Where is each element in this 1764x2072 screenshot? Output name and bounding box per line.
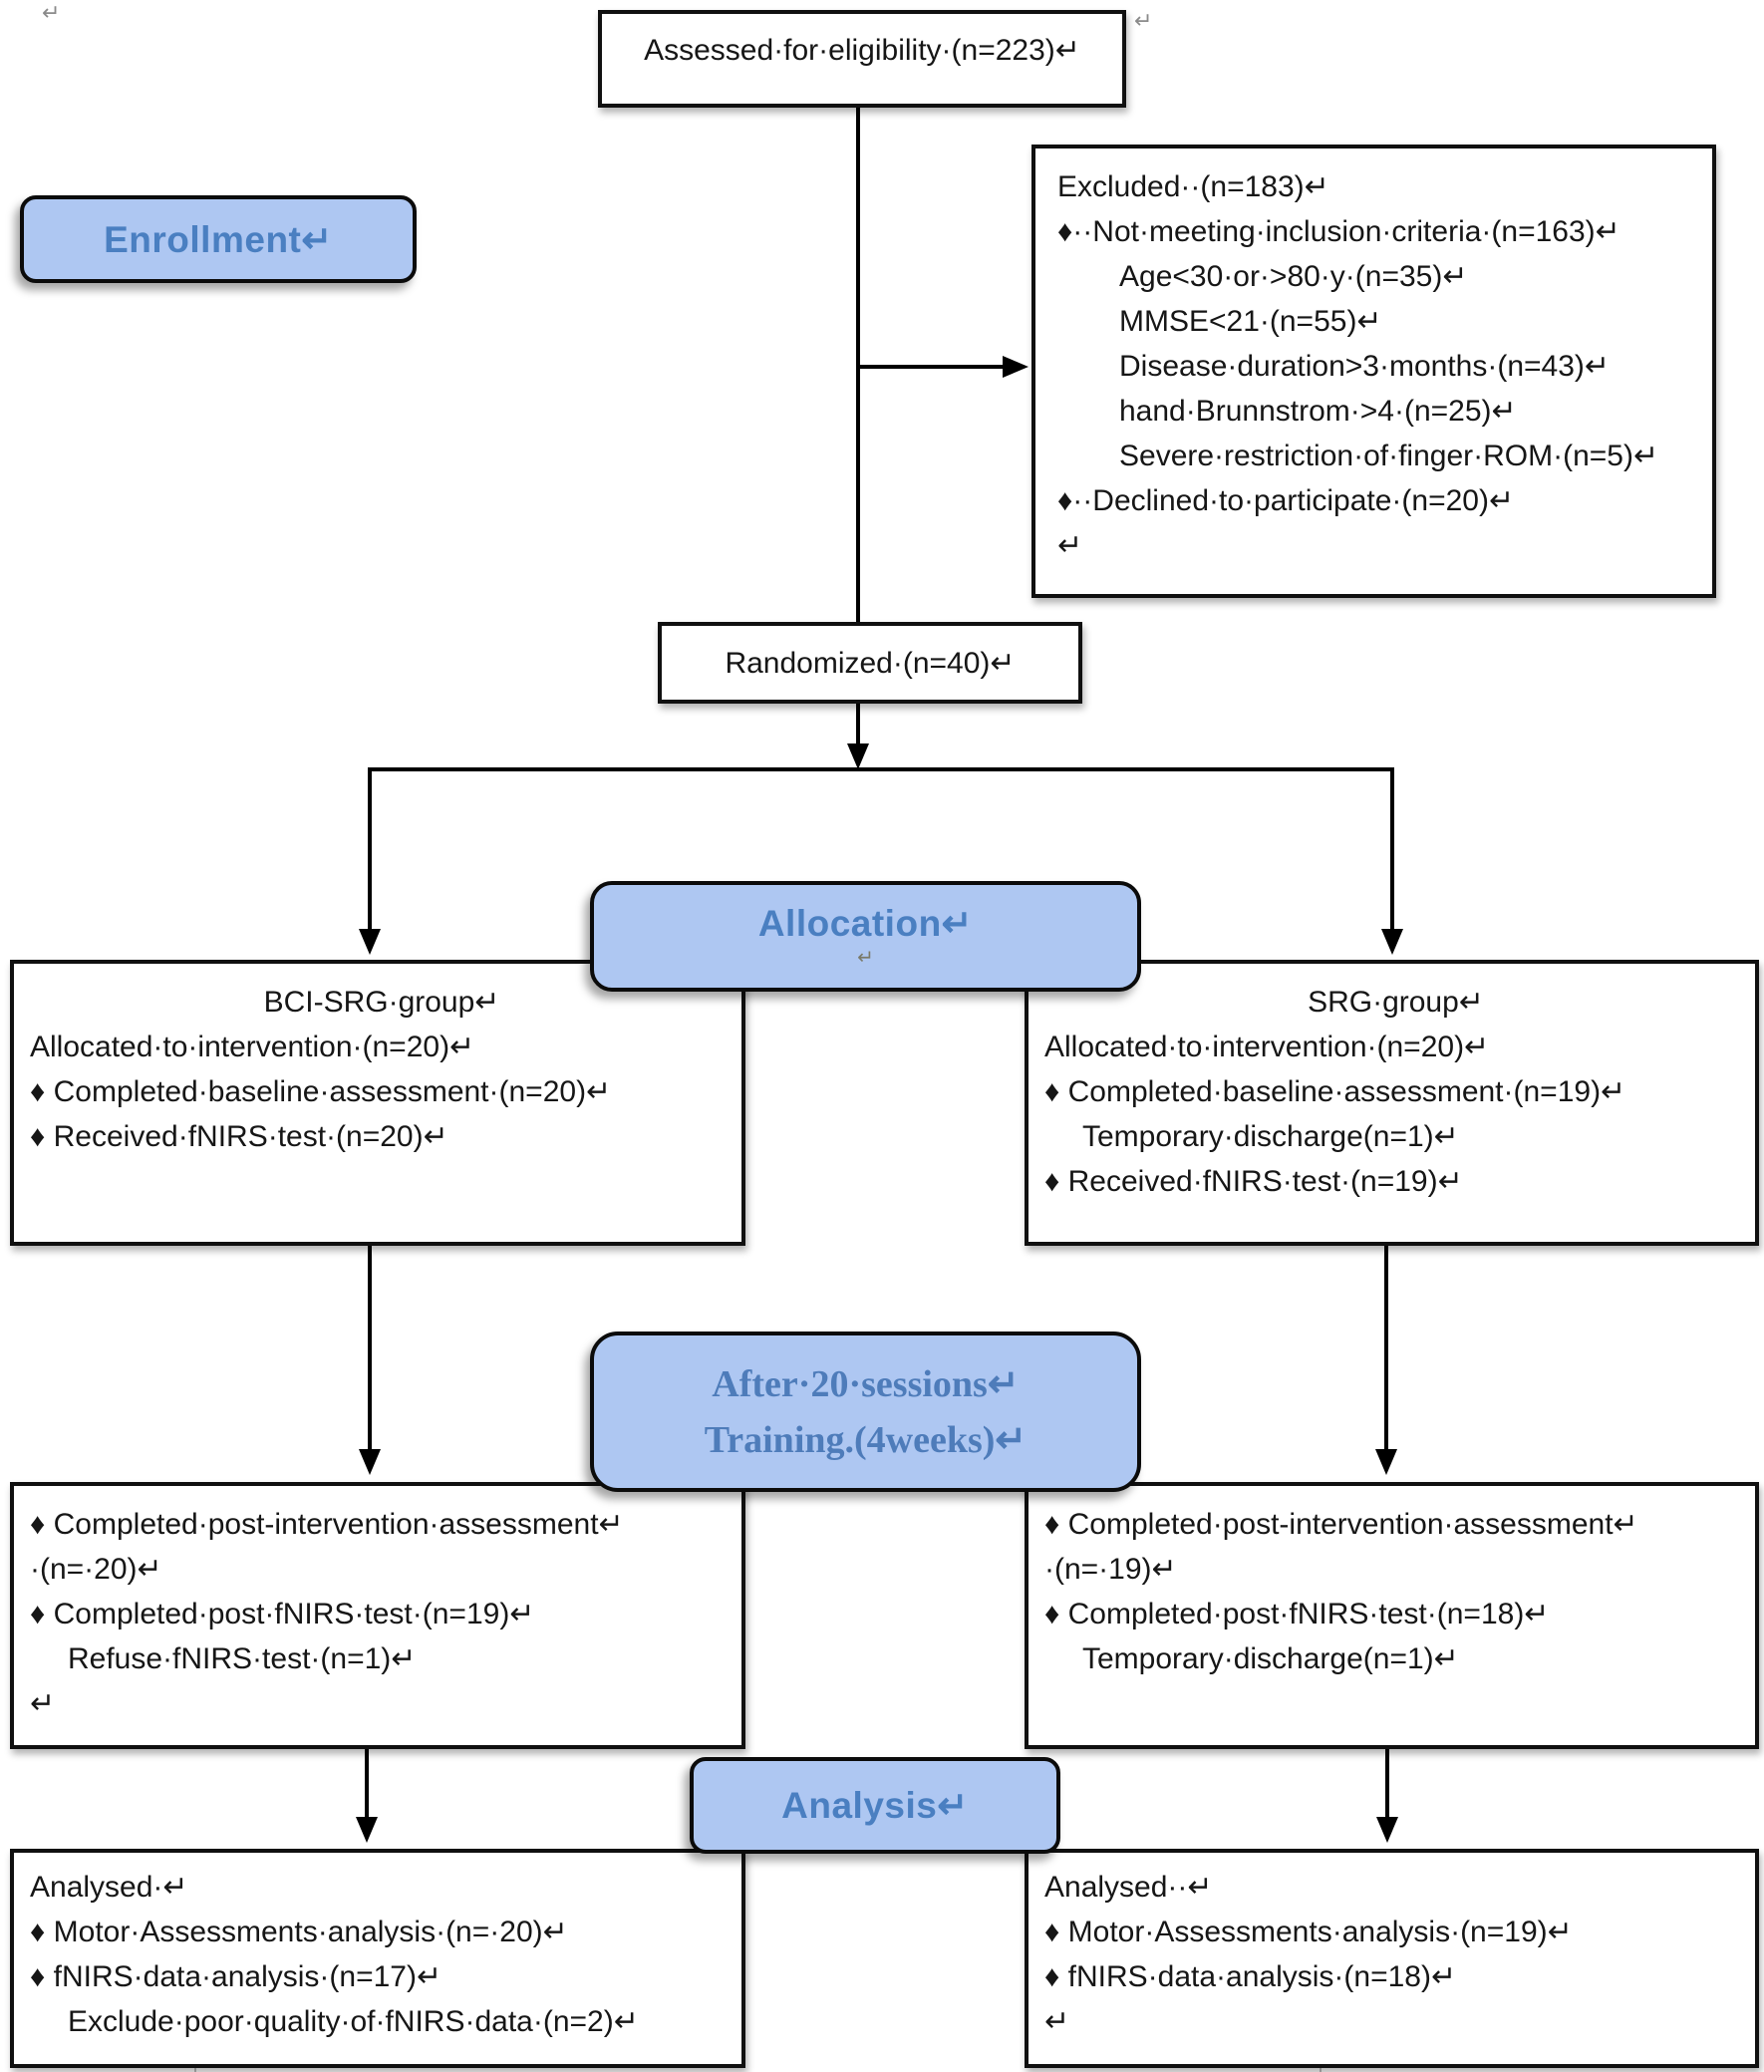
excluded-line: MMSE<21·(n=55)↵ — [1119, 305, 1382, 338]
excluded-line: ♦··Declined·to·participate·(n=20)↵ — [1057, 484, 1515, 517]
analysed-line: ♦ fNIRS·data·analysis·(n=18)↵ — [1044, 1960, 1457, 1993]
post-line: ↵ — [30, 1687, 56, 1720]
bci-srg-group-box: BCI-SRG·group↵ Allocated·to·intervention… — [10, 960, 745, 1246]
group-line: ♦ Received·fNIRS·test·(n=19)↵ — [1044, 1165, 1463, 1198]
arrowhead-right-analysis — [1376, 1817, 1398, 1843]
paragraph-mark: ↵ — [1134, 8, 1153, 33]
analysed-line: ♦ Motor·Assessments·analysis·(n=·20)↵ — [30, 1916, 568, 1948]
bci-analysed-box: Analysed·↵ ♦ Motor·Assessments·analysis·… — [10, 1849, 745, 2068]
excluded-box: Excluded··(n=183)↵ ♦··Not·meeting·inclus… — [1031, 145, 1716, 598]
analysed-line: Analysed·↵ — [30, 1871, 188, 1904]
group-line: Allocated·to·intervention·(n=20)↵ — [1044, 1031, 1490, 1063]
bci-post-box: ♦ Completed·post-intervention·assessment… — [10, 1482, 745, 1749]
group-title: BCI-SRG·group↵ — [263, 986, 500, 1019]
excluded-line: Excluded··(n=183)↵ — [1057, 170, 1329, 203]
enrollment-stage-pill: Enrollment↵ — [20, 195, 417, 283]
group-line: ♦ Completed·baseline·assessment·(n=20)↵ — [30, 1075, 612, 1108]
srg-analysed-box: Analysed··↵ ♦ Motor·Assessments·analysis… — [1025, 1849, 1759, 2068]
after-training-line2: Training.(4weeks)↵ — [704, 1418, 1028, 1461]
arrowhead-right-post — [1375, 1449, 1397, 1475]
arrowhead-excluded — [1003, 356, 1029, 378]
excluded-line: hand·Brunnstrom·>4·(n=25)↵ — [1119, 395, 1517, 428]
connector-randomized-to-split — [856, 702, 860, 745]
group-title: SRG·group↵ — [1308, 986, 1484, 1019]
srg-group-box: SRG·group↵ Allocated·to·intervention·(n=… — [1025, 960, 1759, 1246]
enrollment-label: Enrollment↵ — [104, 218, 333, 260]
post-line: ·(n=·20)↵ — [30, 1553, 162, 1586]
assessed-box: Assessed·for·eligibility·(n=223)↵ — [598, 10, 1126, 108]
arrowhead-right-allocation — [1381, 929, 1403, 955]
srg-post-box: ♦ Completed·post-intervention·assessment… — [1025, 1482, 1759, 1749]
excluded-line: Disease·duration>3·months·(n=43)↵ — [1119, 350, 1611, 383]
group-line: ♦ Received·fNIRS·test·(n=20)↵ — [30, 1120, 448, 1153]
analysed-line: ↵ — [1044, 2005, 1070, 2038]
assessed-text: Assessed·for·eligibility·(n=223)↵ — [644, 34, 1080, 67]
post-line: Temporary·discharge(n=1)↵ — [1082, 1642, 1459, 1675]
randomized-text: Randomized·(n=40)↵ — [725, 646, 1016, 680]
post-line: Refuse·fNIRS·test·(n=1)↵ — [68, 1642, 417, 1675]
connector-to-excluded — [858, 365, 1005, 369]
connector-right-to-post — [1384, 1244, 1388, 1451]
connector-right-to-analysis — [1385, 1747, 1389, 1819]
arrowhead-split — [847, 743, 869, 769]
analysed-line: Analysed··↵ — [1044, 1871, 1213, 1904]
post-line: ♦ Completed·post·fNIRS·test·(n=18)↵ — [1044, 1598, 1550, 1630]
group-line: ♦ Completed·baseline·assessment·(n=19)↵ — [1044, 1075, 1626, 1108]
post-line: ♦ Completed·post-intervention·assessment… — [30, 1508, 624, 1541]
arrowhead-left-post — [359, 1449, 381, 1475]
after-training-stage-pill: After·20·sessions↵ Training.(4weeks)↵ — [590, 1332, 1141, 1492]
arrowhead-left-allocation — [359, 929, 381, 955]
analysed-line: ♦ fNIRS·data·analysis·(n=17)↵ — [30, 1960, 442, 1993]
after-training-line1: After·20·sessions↵ — [712, 1362, 1020, 1405]
analysed-line: ♦ Motor·Assessments·analysis·(n=19)↵ — [1044, 1916, 1573, 1948]
excluded-line: Age<30·or·>80·y·(n=35)↵ — [1119, 260, 1468, 293]
randomized-box: Randomized·(n=40)↵ — [658, 622, 1082, 704]
post-line: ♦ Completed·post·fNIRS·test·(n=19)↵ — [30, 1598, 535, 1630]
excluded-line: Severe·restriction·of·finger·ROM·(n=5)↵ — [1119, 440, 1659, 472]
arrowhead-left-analysis — [356, 1817, 378, 1843]
connector-right-to-allocation — [1390, 767, 1394, 931]
connector-split-bar — [370, 767, 1394, 771]
post-line: ·(n=·19)↵ — [1044, 1553, 1177, 1586]
excluded-line: ♦··Not·meeting·inclusion·criteria·(n=163… — [1057, 215, 1620, 248]
analysis-stage-pill: Analysis↵ — [690, 1757, 1060, 1854]
group-line: Allocated·to·intervention·(n=20)↵ — [30, 1031, 475, 1063]
connector-left-to-allocation — [368, 767, 372, 931]
connector-left-to-analysis — [365, 1747, 369, 1819]
post-line: ♦ Completed·post-intervention·assessment… — [1044, 1508, 1638, 1541]
allocation-stage-pill: Allocation↵ ↵ — [590, 881, 1141, 992]
analysed-line: Exclude·poor·quality·of·fNIRS·data·(n=2)… — [68, 2005, 639, 2038]
paragraph-mark: ↵ — [42, 0, 61, 25]
group-line: Temporary·discharge(n=1)↵ — [1082, 1120, 1459, 1153]
allocation-label: Allocation↵ — [757, 903, 974, 944]
analysis-label: Analysis↵ — [781, 1785, 969, 1826]
excluded-line: ↵ — [1057, 529, 1083, 562]
connector-left-to-post — [368, 1244, 372, 1451]
paragraph-mark: ↵ — [857, 947, 874, 969]
